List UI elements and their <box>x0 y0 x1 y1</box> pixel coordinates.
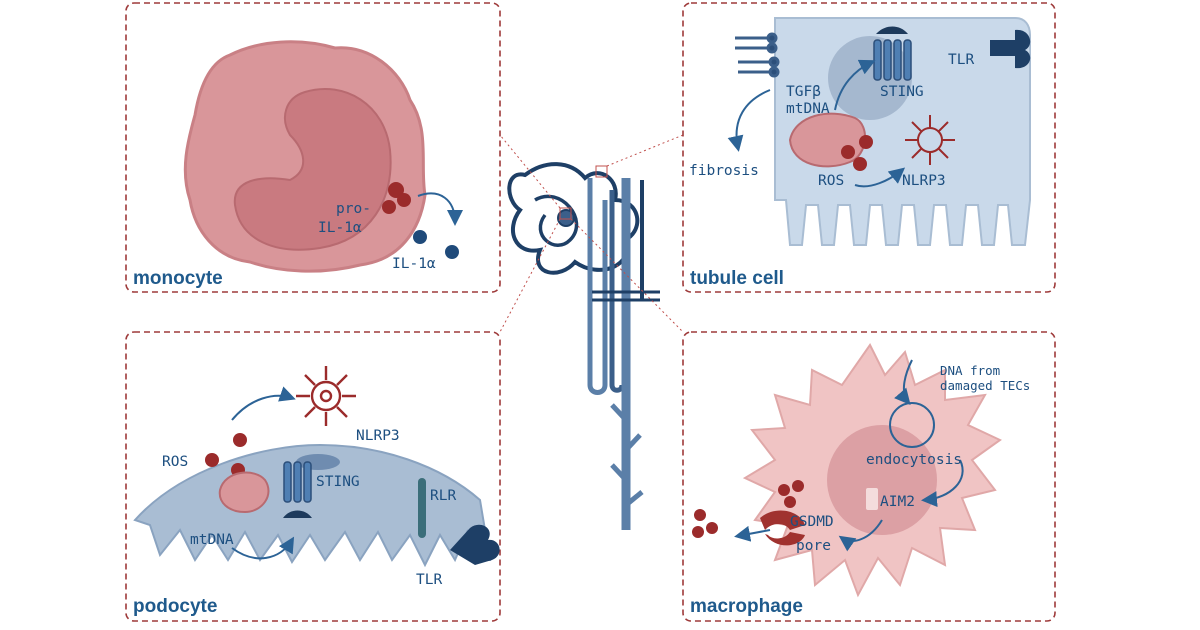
tubule-ros-dots <box>841 135 873 171</box>
label-rlr: RLR <box>430 488 456 504</box>
panel-title-macrophage: macrophage <box>690 596 803 617</box>
label-il1a: IL-1α <box>392 256 436 272</box>
podocyte-nlrp3-icon <box>296 366 356 426</box>
aim2-icon <box>866 488 878 510</box>
label-tgfb: TGFβ <box>786 84 821 100</box>
mtdna-to-sting-arrow <box>231 536 295 560</box>
podocyte-nucleus <box>296 454 340 470</box>
leader-lines <box>499 134 684 333</box>
label-endocytosis: endocytosis <box>866 452 962 468</box>
label-tubule-sting: STING <box>880 84 924 100</box>
panel-monocyte: pro- IL-1α IL-1α monocyte <box>125 2 501 293</box>
il1a-dots <box>413 230 459 259</box>
label-pore: pore <box>796 538 831 554</box>
label-podocyte-tlr: TLR <box>416 572 442 588</box>
pore-release-arrow <box>734 525 771 542</box>
label-gsdmd: GSDMD <box>790 514 834 530</box>
label-dna-from-line2: damaged TECs <box>940 378 1030 393</box>
release-arrow <box>417 192 463 226</box>
endosome <box>889 402 935 448</box>
panel-macrophage-frame <box>682 331 1056 622</box>
podocyte-tlr-icon <box>450 524 500 565</box>
label-podocyte-nlrp3: NLRP3 <box>356 428 400 444</box>
label-fibrosis: fibrosis <box>689 163 759 179</box>
panel-podocyte-frame <box>125 331 501 622</box>
nephron-illustration <box>507 162 660 530</box>
label-podocyte-ros: ROS <box>162 454 188 470</box>
dna-uptake-arrow <box>894 359 913 406</box>
endocytosis-arrow <box>921 459 964 508</box>
label-podocyte-sting: STING <box>316 474 360 490</box>
macrophage-nucleus <box>827 425 937 535</box>
tgfb-to-fibrosis-arrow <box>727 89 771 152</box>
label-tubule-ros: ROS <box>818 173 844 189</box>
ros-to-nlrp3-arrow <box>854 167 906 188</box>
panel-tubule-cell: TGFβ mtDNA STING TLR fibrosis ROS NLRP3 … <box>682 2 1056 293</box>
panel-tubule-frame <box>682 2 1056 293</box>
label-pro: pro- <box>336 201 371 217</box>
mtdna-to-sting-arrow <box>834 59 876 111</box>
aim2-to-pore-arrow <box>838 519 883 552</box>
pro-il1a-dots <box>382 182 411 214</box>
tubule-mitochondrion <box>788 112 867 168</box>
label-tubule-tlr: TLR <box>948 52 974 68</box>
label-tubule-nlrp3: NLRP3 <box>902 173 946 189</box>
label-podocyte-mtdna: mtDNA <box>190 532 234 548</box>
panel-macrophage: DNA from damaged TECs endocytosis AIM2 G… <box>682 331 1056 622</box>
released-il-dots <box>692 480 804 538</box>
label-pro-il1a: IL-1α <box>318 220 362 236</box>
podocyte-sting-icon <box>283 461 312 503</box>
sting-icon <box>873 39 912 81</box>
monocyte-nucleus <box>233 88 392 251</box>
podocyte-sting-cap-icon <box>283 510 312 518</box>
label-tubule-mtdna: mtDNA <box>786 101 830 117</box>
tgfb-receptor-icon <box>735 32 780 78</box>
sting-cap-icon <box>876 26 908 34</box>
label-aim2: AIM2 <box>880 494 915 510</box>
panel-monocyte-frame <box>125 2 501 293</box>
panel-title-tubule-cell: tubule cell <box>690 268 784 289</box>
label-dna-from-line1: DNA from <box>940 363 1000 378</box>
gsdmd-pore-icon <box>760 510 805 546</box>
podocyte-mitochondrion <box>218 471 270 514</box>
panel-title-podocyte: podocyte <box>133 596 217 617</box>
tubule-nlrp3-icon <box>905 115 955 165</box>
podocyte-ros-to-nlrp3-arrow <box>231 386 296 421</box>
panel-title-monocyte: monocyte <box>133 268 223 289</box>
podocyte-ros-dots <box>205 433 247 477</box>
tlr-icon <box>990 29 1031 69</box>
rlr-icon <box>418 478 426 538</box>
panel-podocyte: NLRP3 ROS STING RLR mtDNA TLR podocyte <box>125 331 501 622</box>
